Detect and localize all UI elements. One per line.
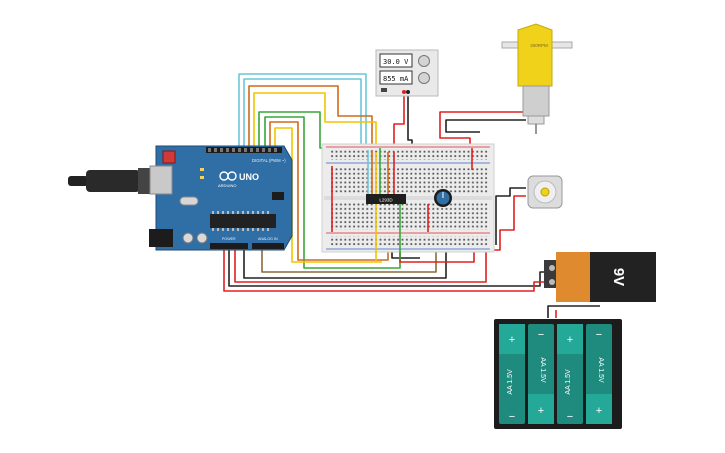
aa-cell-1: + AA 1.5V − [499,324,525,424]
gear-motor-can [522,85,550,117]
analog-header-label: ANALOG IN [258,237,278,241]
aa-cell-bottom-sign: − [567,411,573,423]
atmega-chip [210,214,276,228]
terminal-black [406,90,410,94]
led-tx [200,176,204,179]
gear-motor[interactable]: 200RPM [501,23,573,134]
aa-cell-bottom-sign: + [538,405,544,417]
wire-red-arduino-5v [234,245,487,283]
digital-header-pins [208,148,277,152]
analog-header [252,243,284,249]
wire-red-gearmotor [439,111,526,150]
wire-black-battery [228,250,548,287]
aa-cell-top-sign: + [567,334,573,346]
aa-cell-top-sign: − [538,329,544,341]
wire-black-arduino-gnd [243,240,447,279]
battery-9v-orange-band [556,252,590,302]
current-display [379,70,413,85]
rail-bottom-holes [330,236,488,246]
wire-cyan-2 [243,78,362,150]
aa-cell-top-sign: + [509,334,515,346]
terminal-red [402,90,406,94]
usb-port [149,165,173,195]
power-jack [149,229,173,247]
gear-motor-label: 200RPM [530,43,548,48]
battery-9v-terminal-2 [549,279,555,285]
terminal-strip-top-holes [330,168,488,194]
wire-black-aapack [547,305,600,318]
dc-motor-shaft [540,187,550,197]
aa-cell-cap [586,394,612,424]
aa-cell-cap [499,324,525,354]
l293d-label: L293D [379,198,393,203]
wire-yellow-2 [274,127,382,263]
battery-9v-terminal-1 [549,265,555,271]
center-channel [324,196,492,200]
wire-black-gearmotor [445,119,526,133]
gear-motor-housing [517,23,553,87]
aa-cell-2: − AA 1.5V + [528,324,554,424]
wire-red-battery [223,250,548,292]
current-knob[interactable] [418,72,430,84]
digital-header-label: DIGITAL (PWM ~) [252,158,286,163]
aa-cell-label: AA 1.5V [539,357,546,383]
aa-cell-cap [528,394,554,424]
aa-cell-cap [557,324,583,354]
wire-red-dcmotor [470,195,526,251]
capacitor-1 [182,232,194,244]
gear-motor-endcap [527,115,545,125]
wire-orange-1 [248,85,373,150]
power-supply[interactable]: 30.0 V 855 mA [375,49,439,97]
l293d-body [366,194,406,204]
terminal-strip-bottom-holes [330,202,488,230]
wire-yellow-1 [253,92,377,152]
aa-cell-label: AA 1.5V [565,369,572,395]
wire-red-psu [393,96,405,152]
current-readout: 855 mA [383,75,409,83]
voltage-readout: 30.0 V [383,58,409,66]
led-l [200,168,204,171]
rail-top-holes [330,150,488,160]
capacitor-2 [196,232,208,244]
power-switch[interactable] [381,88,387,92]
atmega-chip-pins [212,211,269,231]
arduino-uno[interactable]: DIGITAL (PWM ~) UNO ARDUINO POWE [68,145,293,251]
potentiometer[interactable] [434,189,452,207]
dc-motor[interactable] [527,175,563,209]
usb-cable [86,170,140,192]
power-header [210,243,248,249]
aa-cell-top-sign: − [596,329,602,341]
usb-cable-plug [68,176,88,186]
battery-9v-label: 9V [610,268,627,286]
voltage-display [379,53,413,68]
aa-battery-pack[interactable]: + AA 1.5V − − AA 1.5V + + AA 1.5V − − AA… [494,319,622,429]
power-header-label: POWER [222,237,236,241]
wire-black-dcmotor [495,187,526,245]
arduino-model-label: UNO [239,172,259,182]
voltage-knob[interactable] [418,55,430,67]
l293d-ic[interactable]: L293D [366,194,406,204]
battery-9v[interactable]: 9V [544,252,656,302]
breadboard[interactable] [321,143,495,253]
breadboard-jumpers [331,148,473,262]
aa-cell-label: AA 1.5V [507,369,514,395]
aa-cell-bottom-sign: + [596,405,602,417]
reset-button[interactable] [162,150,176,164]
crystal [179,196,199,206]
arduino-logo-right [227,171,237,181]
aa-cell-4: − AA 1.5V + [586,324,612,424]
aa-cell-3: + AA 1.5V − [557,324,583,424]
arduino-brand-label: ARDUINO [218,183,236,188]
aa-cell-label: AA 1.5V [597,357,604,383]
aa-cell-bottom-sign: − [509,411,515,423]
icsp-header [272,192,284,200]
